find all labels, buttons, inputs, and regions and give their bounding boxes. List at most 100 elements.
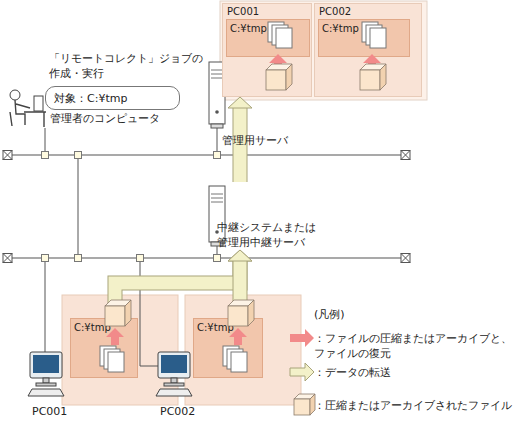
document-icon [104,349,120,369]
network-wire [45,128,46,155]
computer-label: 管理者のコンピュータ [50,111,160,126]
node-text: PC001 [227,4,259,19]
arrow-outline [115,260,240,318]
folder-area: C:¥tmp [226,19,310,57]
network-wire [217,128,218,155]
terminator [401,254,410,263]
legend-restore-arrow [290,329,314,347]
junction [214,255,221,262]
pc-stand [43,378,49,383]
document-icon [366,25,382,45]
node-text: 対象：C:¥tmp [54,91,127,106]
node-text: C:¥tmp [197,320,234,335]
legend-text: ：データの転送 [314,365,512,380]
arrow-head [228,250,252,261]
arrow-shaft [115,260,240,318]
pc-screen [161,355,187,373]
junction [42,152,49,159]
terminator-cross [3,254,12,263]
node-text: 中継システムまたは 管理用中継サーバ [217,220,335,250]
server-detail [211,194,223,202]
server-detail [215,110,219,114]
pc-base [36,383,56,386]
legend-text: ：ファイルの圧縮またはアーカイブと、 ファイルの復元 [314,331,512,361]
document-icon [227,349,243,369]
archive-cube [105,300,131,306]
server-base [211,124,223,128]
document-icon [272,25,288,45]
data-transfer-arrow [228,250,252,318]
legend-transfer-arrow [290,363,314,381]
archive-cube [125,300,131,326]
archive-cube [105,306,125,326]
network-wire [45,258,46,352]
network-line [8,257,405,258]
pc-keyboard [28,389,64,396]
node-text: 「リモートコレクト」ジョブの 作成・実行 [49,51,224,81]
archive-cube [360,64,386,70]
legend-cube [310,394,315,415]
archive-cube [360,70,380,90]
pc-folder-box: PC002C:¥tmp [314,3,422,97]
legend-text: ：圧縮またはアーカイブされたファイル [314,398,512,413]
admin-monitor [34,96,43,111]
document-icon [370,28,386,48]
archive-cube [380,64,386,90]
archive-cube [248,300,254,326]
terminator-cross [401,151,410,160]
pc-base [164,383,184,386]
terminator [3,151,12,160]
junction [42,255,49,262]
legend-cube [294,394,315,399]
legend-cube [294,399,310,415]
folder-area: C:¥tmp [318,19,410,57]
pc-stand [171,378,177,383]
pc-monitor [30,352,62,378]
pc-name: PC001 [32,404,67,419]
terminator [3,254,12,263]
arrow-head [228,250,252,261]
pc-monitor [158,352,190,378]
document-icon [268,22,284,42]
node-text: C:¥tmp [322,21,359,36]
node-text: PC002 [319,4,351,19]
restore-arrow [269,54,287,70]
document-icon [276,28,292,48]
document-icon [108,352,124,372]
node-text: 管理用サーバ [222,133,288,148]
terminator-cross [401,254,410,263]
terminator-cross [3,151,12,160]
result-panel [220,1,427,100]
data-transfer-arrow [115,250,252,318]
restore-arrow [363,54,381,70]
server-node: 管理用サーバ [205,60,287,150]
arrow-outline [233,260,248,318]
callout-box: 「リモートコレクト」ジョブの 作成・実行対象：C:¥tmp [45,86,180,110]
arrow-shaft [234,260,247,318]
compress-arrow [106,328,124,345]
document-icon [223,346,239,366]
archive-cube [228,300,254,306]
admin-head [10,90,20,100]
relay-server-node: 中継システムまたは 管理用中継サーバ [205,182,335,250]
document-icon [231,352,247,372]
folder-area: C:¥tmp [70,318,138,378]
terminator [401,151,410,160]
archive-cube [228,306,248,326]
archive-cube [286,64,292,90]
legend-heading: (凡例) [314,307,345,322]
pc-screen [33,355,59,373]
pc-folder-box: PC001C:¥tmp [222,3,312,97]
compress-arrow [229,328,247,345]
junction [137,255,144,262]
network-wire [78,155,79,258]
node-text: C:¥tmp [230,21,267,36]
junction [75,152,82,159]
folder-area: C:¥tmp [193,318,263,378]
junction [75,255,82,262]
network-wire [140,258,158,366]
junction [214,152,221,159]
document-icon [362,22,378,42]
